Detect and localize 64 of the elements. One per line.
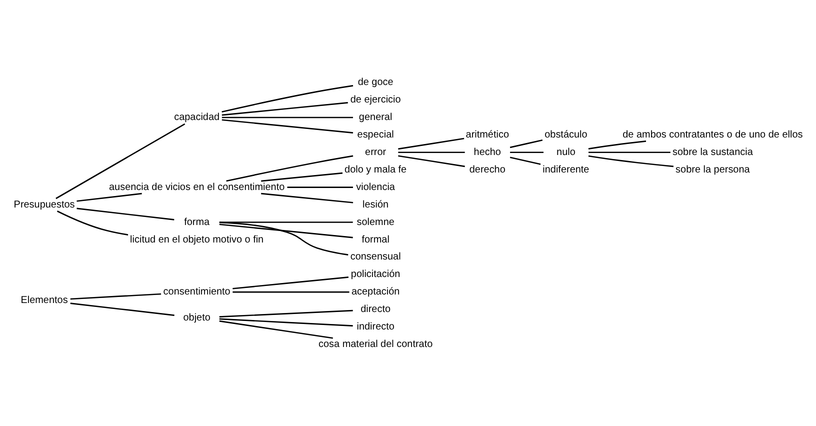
node-text: lesión	[362, 198, 389, 210]
node-text: solemne	[356, 216, 394, 228]
connector	[222, 118, 354, 133]
node-text: hecho	[474, 146, 501, 158]
node-text: directo	[360, 304, 391, 315]
node-text: capacidad	[174, 112, 220, 123]
node-text: violencia	[356, 181, 395, 192]
node-text: dolo y mala fe	[344, 164, 407, 175]
node-text: de ambos contratantes o de uno de ellos	[622, 129, 803, 140]
connector	[219, 223, 353, 238]
node-text: especial	[357, 129, 394, 140]
node-text: indiferente	[542, 164, 590, 175]
connector	[588, 151, 670, 153]
connector	[510, 138, 543, 148]
connector	[287, 186, 353, 188]
node-text: aceptación	[351, 286, 400, 298]
node-text: forma	[184, 216, 210, 228]
node-text: consensual	[350, 251, 401, 262]
connector	[76, 207, 174, 220]
connector	[219, 221, 348, 255]
connector	[219, 320, 333, 338]
node-text: indirecto	[356, 321, 394, 332]
node-text: error	[365, 146, 386, 158]
node-text: consentimiento	[163, 286, 230, 298]
node-text: obstáculo	[544, 129, 588, 140]
node-text: Presupuestos	[14, 198, 75, 210]
node-text: general	[358, 112, 392, 123]
connector	[70, 292, 162, 300]
node-text: sobre la persona	[676, 164, 750, 175]
connector	[398, 137, 464, 150]
connector	[510, 156, 541, 164]
connector	[261, 172, 343, 182]
connector	[56, 210, 128, 236]
connector	[261, 192, 354, 203]
connector	[232, 276, 349, 289]
connector	[588, 154, 674, 167]
connector	[398, 151, 465, 153]
connector	[232, 290, 350, 292]
node-text: aritmético	[466, 129, 510, 140]
node-text: nulo	[556, 146, 576, 158]
node-text: de ejercicio	[350, 94, 401, 106]
node-text: policitación	[350, 268, 400, 280]
connector	[222, 84, 354, 112]
node-text: cosa material del contrato	[318, 338, 433, 350]
connector	[398, 154, 465, 167]
connector	[70, 302, 174, 316]
connector	[588, 140, 646, 149]
node-text: de goce	[358, 76, 394, 88]
node-text: licitud en el objeto motivo o fin	[130, 234, 264, 245]
connector	[76, 192, 142, 202]
connector	[56, 122, 186, 199]
node-text: objeto	[183, 312, 210, 323]
node-text: Elementos	[20, 294, 68, 306]
connector	[222, 116, 353, 118]
node-text: formal	[362, 234, 390, 245]
node-text: sobre la sustancia	[672, 146, 753, 158]
node-text: ausencia de vicios en el consentimiento	[109, 181, 285, 192]
connector	[219, 318, 353, 326]
connector	[226, 154, 354, 182]
node-text: derecho	[469, 164, 506, 175]
connector	[222, 102, 348, 116]
connector	[219, 309, 353, 317]
connector	[219, 221, 353, 222]
connector	[510, 151, 544, 153]
